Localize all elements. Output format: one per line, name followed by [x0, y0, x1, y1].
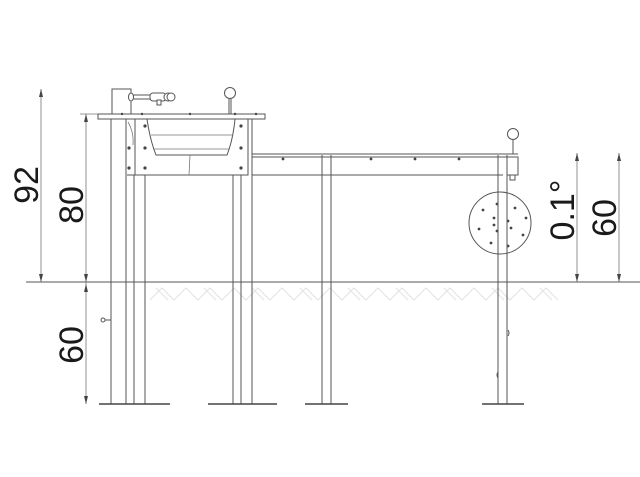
backsplash	[111, 88, 132, 116]
rain-disc	[468, 191, 532, 255]
sink-basin	[146, 118, 236, 176]
front-apron	[134, 118, 249, 176]
dimension-label-80: 80	[53, 186, 91, 224]
dimension-60-right: 60	[586, 153, 624, 282]
post-right	[482, 155, 524, 405]
dimension-92: 92	[8, 89, 46, 282]
dimension-80: 80	[53, 113, 98, 282]
dimension-60-underground: 60	[53, 282, 91, 404]
dimension-label-92: 92	[8, 166, 46, 204]
faucet-icon	[128, 92, 176, 106]
trough-beam	[252, 153, 518, 176]
post-left-pair	[99, 119, 170, 405]
valve-box	[506, 156, 519, 181]
pump-lever-icon	[224, 87, 236, 114]
dimension-label-60-right: 60	[586, 199, 624, 237]
dimension-label-60-left: 60	[53, 326, 91, 364]
dimension-tolerance: 0.1°	[544, 153, 582, 282]
dimension-label-tolerance: 0.1°	[544, 180, 582, 241]
post-mid-pair	[208, 119, 277, 405]
valve-lever-icon	[507, 128, 519, 154]
hook-icon	[100, 317, 111, 323]
post-center	[305, 155, 348, 405]
soil-hatching	[149, 287, 559, 301]
worktop	[97, 113, 266, 120]
